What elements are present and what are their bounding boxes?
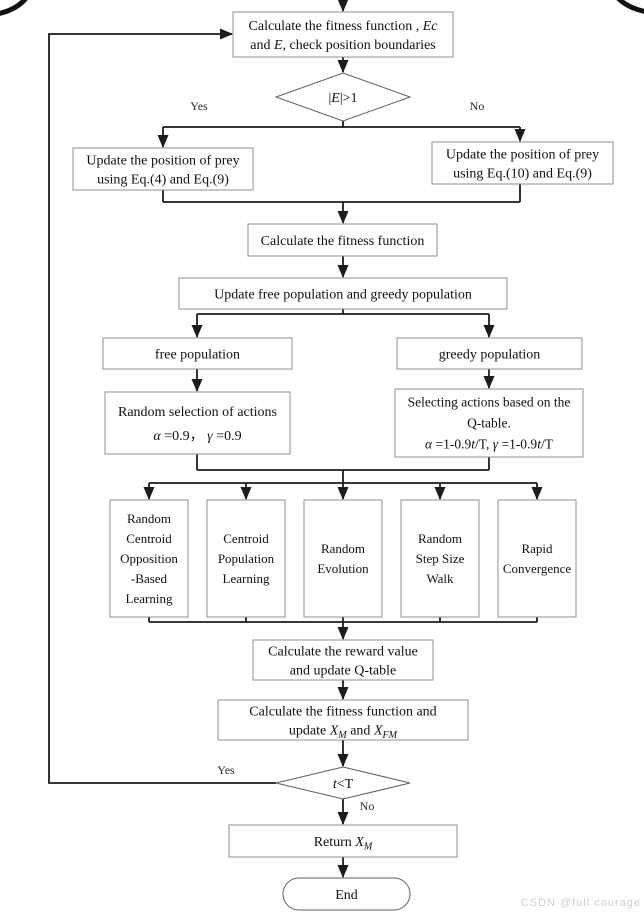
update-prey-eq4-eq9-shape bbox=[72, 147, 254, 191]
free-population-label: free population bbox=[155, 347, 240, 362]
random-evolution-shape bbox=[303, 499, 383, 618]
node-calc-fitness: Calculate the fitness function bbox=[247, 223, 438, 257]
end-terminator-label: End bbox=[335, 888, 358, 903]
decision-energy-shape bbox=[274, 72, 412, 122]
corner-mark-right-icon bbox=[616, 0, 644, 14]
flow-connector bbox=[48, 28, 276, 784]
calc-fitness-boundaries-shape bbox=[232, 11, 454, 58]
label-no-bottom: No bbox=[360, 799, 375, 813]
qtable-action-selection-shape bbox=[394, 388, 584, 458]
random-centroid-opposition-shape bbox=[109, 499, 189, 618]
decision-iteration-label: t<T bbox=[333, 777, 354, 792]
greedy-population-label: greedy population bbox=[439, 347, 540, 362]
return-xm-shape bbox=[228, 824, 458, 858]
random-action-selection-shape bbox=[104, 391, 291, 455]
node-decision-energy: |E|>1 bbox=[274, 72, 412, 122]
label-no-top: No bbox=[470, 99, 485, 113]
return-xm-label: Return XM bbox=[314, 835, 373, 853]
update-populations-shape bbox=[178, 277, 508, 310]
node-return-xm: Return XM bbox=[228, 824, 458, 858]
node-greedy-population: greedy population bbox=[396, 337, 583, 370]
label-yes-bottom: Yes bbox=[217, 763, 235, 777]
end-terminator-shape bbox=[282, 877, 411, 911]
fitness-update-xm-xfm-shape bbox=[217, 699, 469, 741]
node-end-terminator: End bbox=[282, 877, 411, 911]
random-step-size-walk-shape bbox=[400, 499, 480, 618]
rapid-convergence-shape bbox=[497, 499, 577, 618]
free-population-shape bbox=[102, 337, 293, 370]
update-prey-eq10-eq9-shape bbox=[431, 141, 614, 185]
update-populations-label: Update free population and greedy popula… bbox=[214, 287, 472, 302]
decision-iteration-shape bbox=[275, 766, 411, 800]
calc-fitness-label: Calculate the fitness function bbox=[261, 234, 425, 249]
greedy-population-shape bbox=[396, 337, 583, 370]
corner-mark-left-icon bbox=[0, 0, 28, 16]
node-update-populations: Update free population and greedy popula… bbox=[178, 277, 508, 310]
reward-qtable-update-shape bbox=[252, 639, 434, 681]
label-yes-top: Yes bbox=[190, 99, 208, 113]
centroid-population-learning-shape bbox=[206, 499, 286, 618]
watermark: CSDN @full courage bbox=[520, 897, 641, 909]
decision-energy-label: |E|>1 bbox=[328, 91, 357, 106]
node-free-population: free population bbox=[102, 337, 293, 370]
calc-fitness-shape bbox=[247, 223, 438, 257]
node-decision-iteration: t<T bbox=[275, 766, 411, 800]
